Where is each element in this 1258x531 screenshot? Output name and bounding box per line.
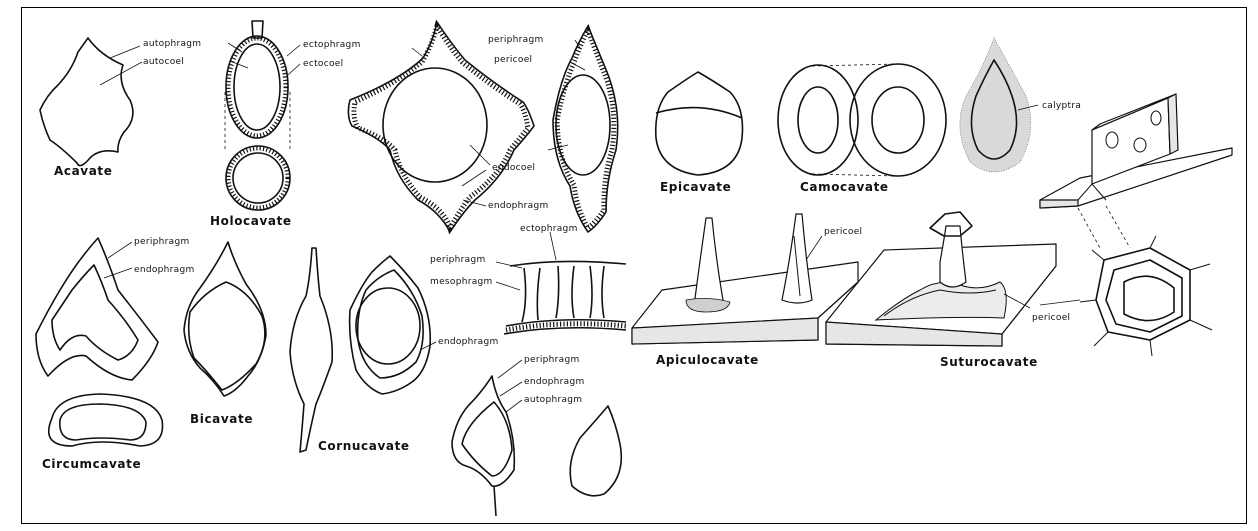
calyptra-cyst-drawing: [960, 38, 1038, 172]
label-endophragm-2: endophragm: [134, 265, 195, 275]
label-endophragm-4: endophragm: [524, 377, 585, 387]
caption-camocavate: Camocavate: [800, 180, 889, 194]
camocavate-cyst-drawing: [778, 64, 946, 176]
caption-epicavate: Epicavate: [660, 180, 731, 194]
label-ectophragm-2: ectophragm: [520, 224, 578, 234]
spindle-cyst-drawing: [548, 26, 618, 232]
label-calyptra: calyptra: [1042, 101, 1081, 111]
holocavate-cyst-drawing: [225, 21, 300, 210]
label-periphragm-4: periphragm: [524, 355, 580, 365]
acavate-cyst-drawing: [40, 38, 142, 166]
wall-section-drawing: [496, 232, 626, 334]
label-pericoel-1: pericoel: [494, 55, 532, 65]
label-endophragm-1: endophragm: [488, 201, 549, 211]
label-periphragm-2: periphragm: [134, 237, 190, 247]
label-pericoel-2: pericoel: [824, 227, 862, 237]
cornucavate-cyst-drawing: [350, 256, 436, 394]
caption-circumcavate: Circumcavate: [42, 457, 141, 471]
caption-acavate: Acavate: [54, 164, 113, 178]
label-periphragm-3: periphragm: [430, 255, 486, 265]
wall-block-drawing: [1040, 94, 1232, 248]
label-autophragm-2: autophragm: [524, 395, 582, 405]
caption-holocavate: Holocavate: [210, 214, 292, 228]
label-ectophragm-1: ectophragm: [303, 40, 361, 50]
caption-apiculocavate: Apiculocavate: [656, 353, 759, 367]
epicavate-cyst-drawing: [656, 72, 743, 175]
caption-bicavate: Bicavate: [190, 412, 253, 426]
label-mesophragm: mesophragm: [430, 277, 493, 287]
bicavate-cyst-drawing: [184, 242, 266, 396]
label-endocoel: endocoel: [492, 163, 535, 173]
label-endophragm-3: endophragm: [438, 337, 499, 347]
cornucavate-spindle-drawing: [290, 248, 332, 452]
label-autophragm-1: autophragm: [143, 39, 201, 49]
caption-suturocavate: Suturocavate: [940, 355, 1038, 369]
honeycomb-drawing: [1040, 236, 1212, 356]
caption-cornucavate: Cornucavate: [318, 439, 410, 453]
label-ectocoel: ectocoel: [303, 59, 343, 69]
label-pericoel-3: pericoel: [1032, 313, 1070, 323]
label-autocoel: autocoel: [143, 57, 184, 67]
label-periphragm-1: periphragm: [488, 35, 544, 45]
